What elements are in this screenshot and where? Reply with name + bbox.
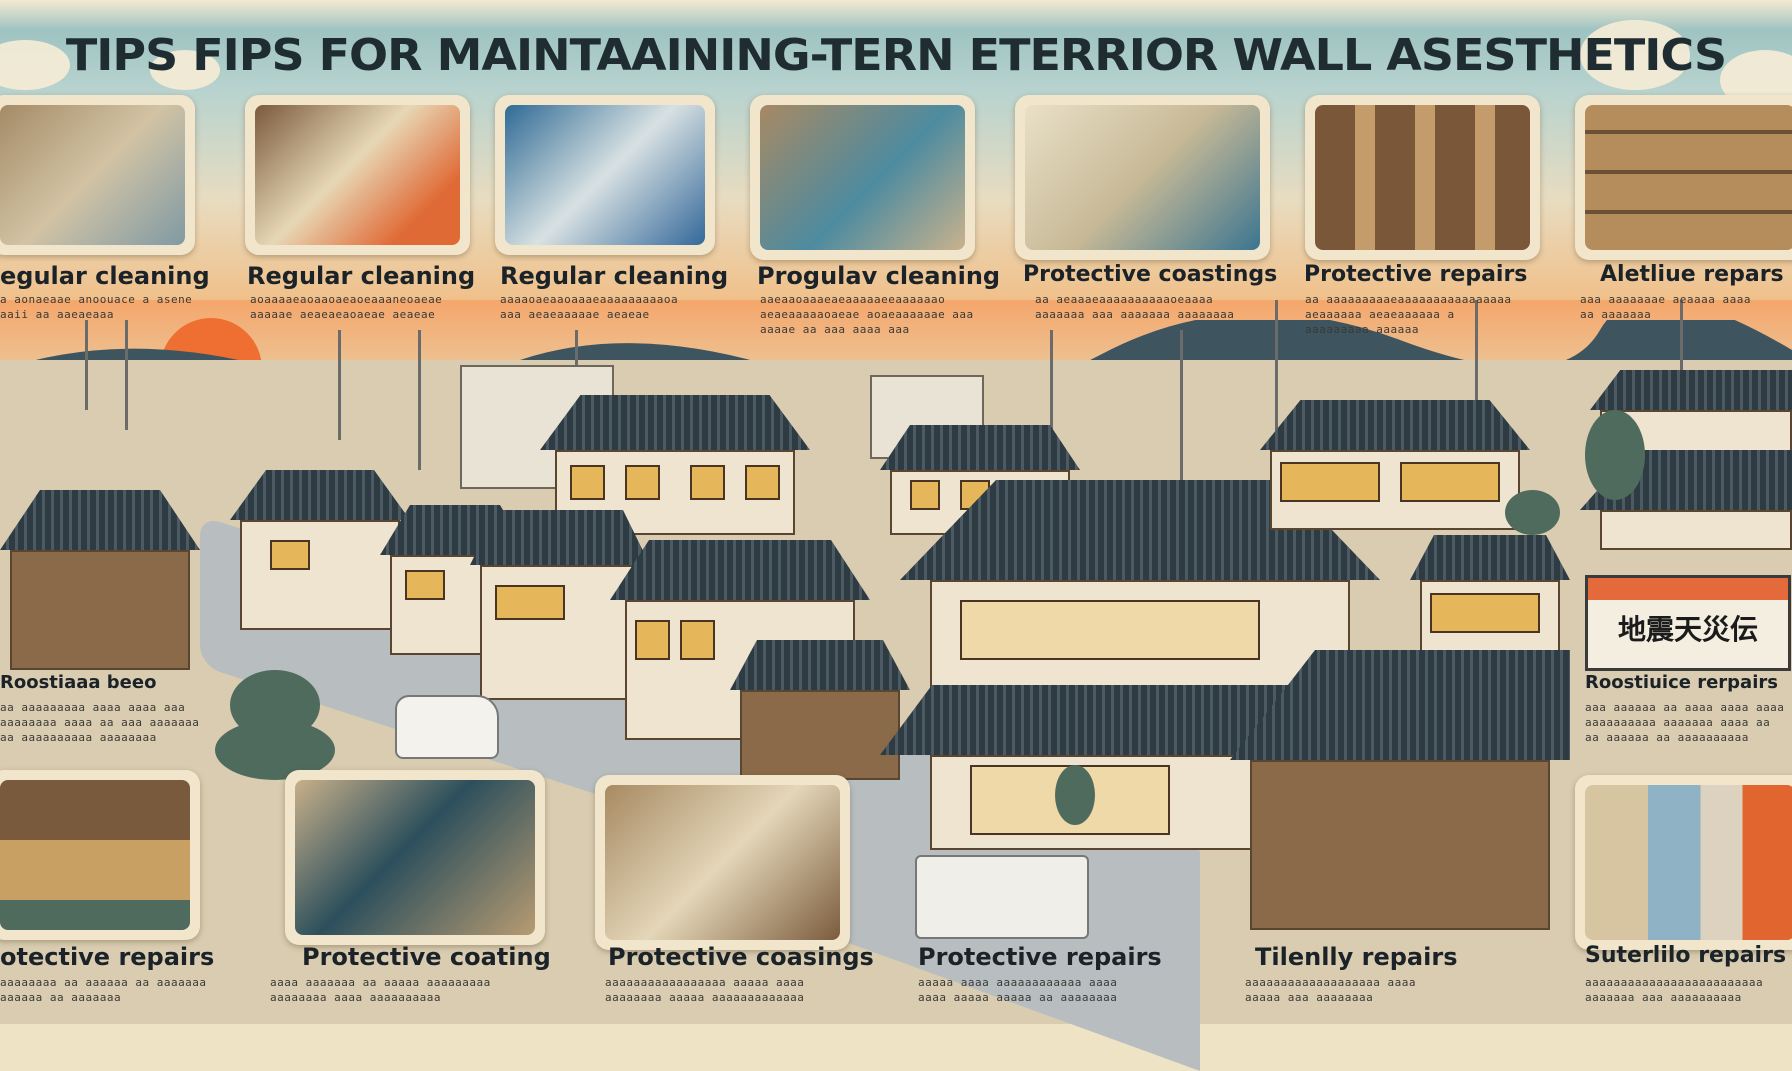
tip-label: Tilenlly repairs xyxy=(1255,943,1458,971)
cloud xyxy=(0,40,70,90)
tip-label: otective repairs xyxy=(0,943,215,971)
tree xyxy=(1585,410,1645,500)
tip-card-image xyxy=(1575,775,1792,950)
tip-card-image xyxy=(495,95,715,255)
page-title: Tips fips for maintaaining-tern eterrior… xyxy=(65,29,1727,81)
utility-pole xyxy=(338,330,341,440)
tip-label: Regular cleaning xyxy=(247,262,476,290)
white-truck xyxy=(915,855,1089,939)
utility-pole xyxy=(418,330,421,470)
tip-card-image xyxy=(0,95,195,255)
tip-card-image xyxy=(1015,95,1270,260)
tip-label: Roostiaaa beeo xyxy=(0,672,157,693)
tip-card-image xyxy=(750,95,975,260)
house xyxy=(470,510,650,700)
main-house xyxy=(880,480,1400,850)
tip-label: Roostiuice rerpairs xyxy=(1585,672,1778,693)
cloud xyxy=(150,50,220,90)
cloud xyxy=(1580,20,1690,90)
house xyxy=(230,470,410,630)
tip-label: Protective repairs xyxy=(918,943,1162,971)
tree xyxy=(1055,765,1095,825)
house xyxy=(730,640,910,780)
tip-label: Aletliue repars xyxy=(1600,262,1784,287)
tip-label: Protective coastings xyxy=(1023,262,1278,287)
tip-card-image xyxy=(245,95,470,255)
tip-label: Protective repairs xyxy=(1304,262,1528,287)
utility-pole xyxy=(1680,300,1683,420)
sign-text: 地震天災伝 xyxy=(1617,613,1758,646)
tip-label: Regular cleaning xyxy=(500,262,729,290)
house xyxy=(1260,400,1530,530)
house xyxy=(1230,650,1570,930)
house xyxy=(1410,535,1570,655)
white-van xyxy=(395,695,499,759)
tip-label: egular cleaning xyxy=(0,262,210,290)
tip-card-image xyxy=(1575,95,1792,260)
house xyxy=(0,490,200,670)
tip-card-image xyxy=(0,770,200,940)
tip-label: Protective coasings xyxy=(608,943,874,971)
utility-pole xyxy=(85,320,88,410)
utility-pole xyxy=(1475,300,1478,480)
shop-sign: 地震天災伝 xyxy=(1585,575,1791,671)
tree xyxy=(1505,490,1560,535)
tip-card-image xyxy=(595,775,850,950)
tip-label: Protective coating xyxy=(302,943,551,971)
utility-pole xyxy=(125,320,128,430)
tip-card-image xyxy=(1305,95,1540,260)
tip-label: Progulav cleaning xyxy=(757,262,1001,290)
utility-pole xyxy=(1050,330,1053,450)
tip-label: Suterlilo repairs xyxy=(1585,943,1787,968)
tip-card-image xyxy=(285,770,545,945)
